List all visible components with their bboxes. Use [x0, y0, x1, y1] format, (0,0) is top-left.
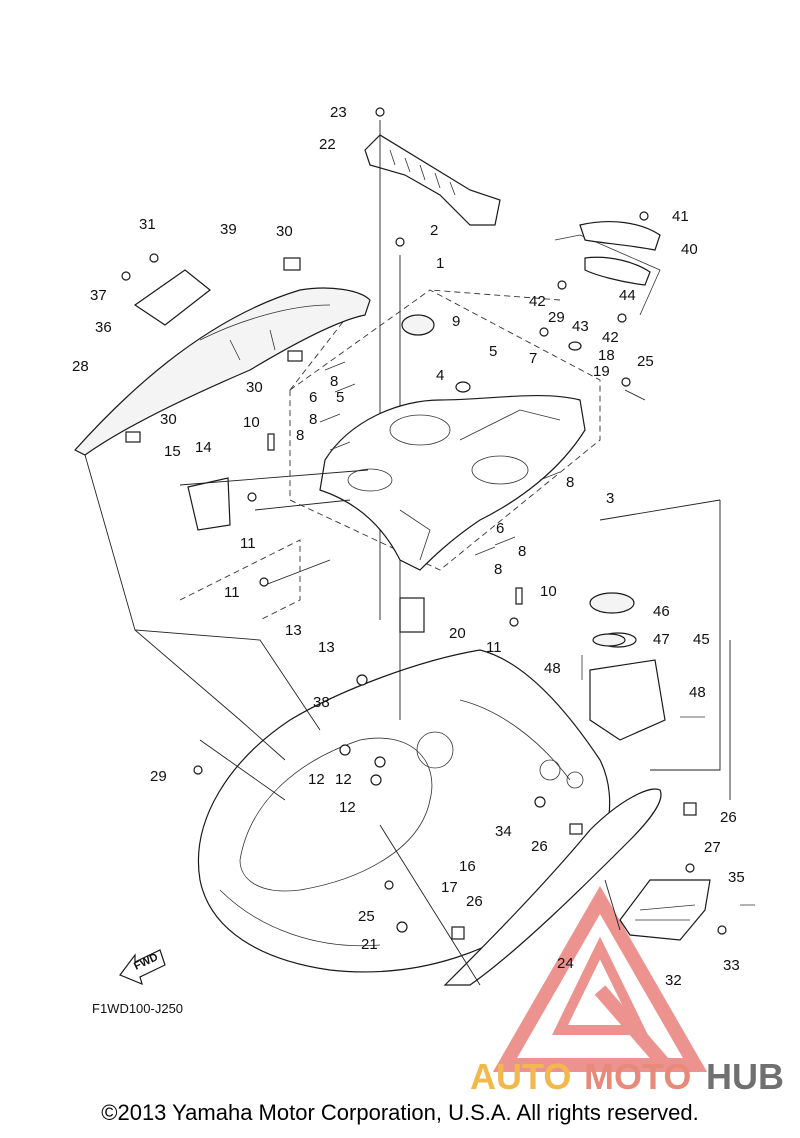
side-panel-part: [443, 788, 662, 986]
callout: 48: [544, 660, 561, 677]
callout: 14: [195, 439, 212, 456]
callout: 29: [150, 768, 167, 785]
fasteners: [121, 107, 755, 940]
bracket-part: [133, 269, 211, 326]
callout: 32: [665, 972, 682, 989]
side-rail-part: [74, 287, 371, 456]
callout: 30: [160, 411, 177, 428]
callout: 3: [606, 490, 614, 507]
callout: 8: [518, 543, 526, 560]
callout: 23: [330, 104, 347, 121]
callout: 12: [339, 799, 356, 816]
callout: 30: [246, 379, 263, 396]
round-cap-part: [401, 314, 435, 336]
copyright-text: ©2013 Yamaha Motor Corporation, U.S.A. A…: [101, 1100, 699, 1125]
callout: 37: [90, 287, 107, 304]
callout: 5: [336, 389, 344, 406]
callout: 12: [335, 771, 352, 788]
leader-lines: [84, 389, 731, 986]
callout: 48: [689, 684, 706, 701]
callout: 46: [653, 603, 670, 620]
callout: 33: [723, 957, 740, 974]
callout: 38: [313, 694, 330, 711]
callout: 13: [285, 622, 302, 639]
callout: 17: [441, 879, 458, 896]
svg-text:AUTO: AUTO: [470, 1056, 571, 1097]
callout: 4: [436, 367, 444, 384]
callout: 12: [308, 771, 325, 788]
callout: 11: [224, 584, 240, 601]
callout: 26: [466, 893, 483, 910]
svg-text:HUB: HUB: [706, 1056, 784, 1097]
callout: 29: [548, 309, 565, 326]
svg-text:MOTO: MOTO: [584, 1056, 691, 1097]
callout: 2: [430, 222, 438, 239]
callout: 10: [243, 414, 260, 431]
callout: 31: [139, 216, 156, 233]
callout: 18: [598, 347, 615, 364]
callout: 27: [704, 839, 721, 856]
deck-frame-part: [319, 394, 586, 571]
cap-part: [579, 221, 661, 286]
callout: 25: [358, 908, 375, 925]
callout: 39: [220, 221, 237, 238]
callout: 19: [593, 363, 610, 380]
callout: 42: [529, 293, 546, 310]
hull-deck-part: [197, 649, 611, 973]
callout: 8: [296, 427, 304, 444]
callout: 1: [436, 255, 444, 272]
plate-part: [399, 597, 425, 633]
fwd-arrow-icon: FWD: [119, 949, 166, 986]
callout: 11: [240, 535, 256, 552]
callout: 8: [330, 373, 338, 390]
callout: 45: [693, 631, 710, 648]
callout: 11: [486, 639, 502, 656]
figure-code: F1WD100-J250: [92, 1001, 183, 1016]
callout-labels: 1 2 3 4 5 5 6 6 7 8 8 8 8 8 8 9 10 10 11…: [72, 104, 745, 989]
callout: 15: [164, 443, 181, 460]
callout: 6: [309, 389, 317, 406]
callout: 26: [720, 809, 737, 826]
callout: 8: [494, 561, 502, 578]
callout: 16: [459, 858, 476, 875]
callout: 36: [95, 319, 112, 336]
callout: 20: [449, 625, 466, 642]
callout: 28: [72, 358, 89, 375]
watermark-logo: [492, 885, 708, 1072]
callout: 41: [672, 208, 689, 225]
callout: 42: [602, 329, 619, 346]
callout: 34: [495, 823, 512, 840]
callout: 30: [276, 223, 293, 240]
callout: 44: [619, 287, 636, 304]
callout: 35: [728, 869, 745, 886]
callout: 22: [319, 136, 336, 153]
callout: 5: [489, 343, 497, 360]
watermark-text: AUTO MOTO HUB: [470, 1056, 784, 1097]
shield-part: [187, 477, 231, 531]
callout: 8: [309, 411, 317, 428]
callout: 47: [653, 631, 670, 648]
vent-part: [619, 879, 711, 941]
callout: 6: [496, 520, 504, 537]
callout: 8: [566, 474, 574, 491]
callout: 21: [361, 936, 378, 953]
callout: 9: [452, 313, 460, 330]
callout: 7: [529, 350, 537, 367]
callout: 26: [531, 838, 548, 855]
callout: 25: [637, 353, 654, 370]
callout: 13: [318, 639, 335, 656]
callout: 43: [572, 318, 589, 335]
callout: 10: [540, 583, 557, 600]
callout: 24: [557, 955, 574, 972]
callout: 40: [681, 241, 698, 258]
